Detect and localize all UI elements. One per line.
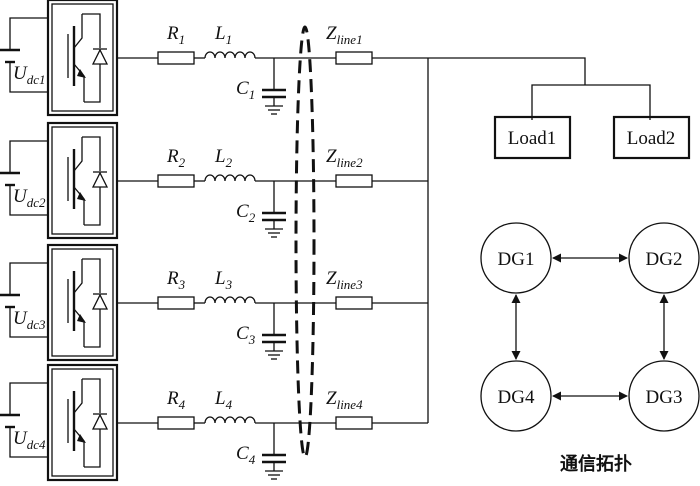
inductor-1 bbox=[204, 51, 256, 59]
inductor-2 bbox=[204, 174, 256, 182]
source-label-1: Udc1 bbox=[13, 63, 46, 87]
line-impedance-label-1: Zline1 bbox=[326, 23, 363, 47]
dc-wire-bottom-2 bbox=[9, 185, 48, 216]
source-label-3: Udc3 bbox=[13, 308, 46, 332]
capacitor-label-3: C3 bbox=[236, 323, 256, 347]
line-impedance-label-4: Zline4 bbox=[326, 388, 363, 412]
resistor-label-2: R2 bbox=[166, 146, 186, 170]
inductor-label-1: L1 bbox=[214, 23, 232, 47]
topology-caption: 通信拓扑 bbox=[560, 453, 632, 475]
diode-icon-1 bbox=[91, 48, 109, 65]
line-impedance-3 bbox=[335, 296, 373, 310]
source-label-4: Udc4 bbox=[13, 428, 46, 452]
igbt-collector-3 bbox=[73, 259, 83, 294]
communication-topology: DG1 DG2 DG3 DG4 通信拓扑 bbox=[480, 222, 700, 475]
inductor-label-3: L3 bbox=[214, 268, 233, 292]
dg3-label: DG3 bbox=[646, 387, 683, 408]
diode-wire-bottom-2 bbox=[84, 187, 101, 226]
dc-wire-bottom-1 bbox=[9, 62, 48, 93]
diode-wire-top-3 bbox=[82, 258, 101, 293]
dc-wire-top-1 bbox=[9, 17, 48, 50]
resistor-4 bbox=[157, 416, 195, 430]
diode-icon-3 bbox=[91, 293, 109, 310]
line-impedance-4 bbox=[335, 416, 373, 430]
resistor-1 bbox=[157, 51, 195, 65]
line-impedance-1 bbox=[335, 51, 373, 65]
diode-wire-top-1 bbox=[82, 13, 101, 48]
igbt-arrow-icon-2 bbox=[77, 192, 86, 201]
source-label-2: Udc2 bbox=[13, 186, 46, 210]
load2-box: Load2 bbox=[612, 115, 691, 160]
dg3-node bbox=[628, 360, 700, 432]
dc-wire-bottom-4 bbox=[9, 427, 48, 458]
line-impedance-label-2: Zline2 bbox=[326, 146, 363, 170]
resistor-label-3: R3 bbox=[166, 268, 186, 292]
igbt-emitter-2 bbox=[73, 186, 85, 225]
load1-box: Load1 bbox=[493, 115, 572, 160]
inverter-inner-box-1 bbox=[51, 3, 114, 112]
diode-icon-4 bbox=[91, 413, 109, 430]
load2-label: Load2 bbox=[627, 128, 676, 149]
resistor-3 bbox=[157, 296, 195, 310]
inductor-label-4: L4 bbox=[214, 388, 233, 412]
resistor-label-1: R1 bbox=[166, 23, 185, 47]
diode-wire-bottom-1 bbox=[84, 64, 101, 103]
line-impedance-label-3: Zline3 bbox=[326, 268, 363, 292]
dc-wire-top-2 bbox=[9, 140, 48, 173]
igbt-emitter-4 bbox=[73, 428, 85, 467]
igbt-collector-1 bbox=[73, 14, 83, 49]
dc-wire-bottom-3 bbox=[9, 307, 48, 338]
diode-wire-top-4 bbox=[82, 378, 101, 413]
dg2-node bbox=[628, 222, 700, 294]
load1-label: Load1 bbox=[508, 128, 557, 149]
diode-icon-2 bbox=[91, 171, 109, 188]
inverter-inner-box-3 bbox=[51, 248, 114, 357]
igbt-collector-2 bbox=[73, 137, 83, 172]
load-feeder bbox=[428, 57, 586, 85]
diode-wire-bottom-3 bbox=[84, 309, 101, 348]
dc-wire-top-4 bbox=[9, 382, 48, 415]
inductor-3 bbox=[204, 296, 256, 304]
igbt-arrow-icon-1 bbox=[77, 69, 86, 78]
inductor-label-2: L2 bbox=[214, 146, 233, 170]
igbt-emitter-3 bbox=[73, 308, 85, 347]
diode-wire-bottom-4 bbox=[84, 429, 101, 468]
pcc-dashed-ellipse bbox=[294, 25, 316, 459]
dg1-node bbox=[480, 222, 552, 294]
inverter-inner-box-2 bbox=[51, 126, 114, 235]
capacitor-label-1: C1 bbox=[236, 78, 255, 102]
capacitor-label-2: C2 bbox=[236, 201, 256, 225]
dc-wire-top-3 bbox=[9, 262, 48, 295]
inductor-4 bbox=[204, 416, 256, 424]
line-impedance-2 bbox=[335, 174, 373, 188]
dg2-label: DG2 bbox=[646, 249, 683, 270]
dg4-label: DG4 bbox=[498, 387, 535, 408]
igbt-emitter-1 bbox=[73, 63, 85, 102]
igbt-arrow-icon-3 bbox=[77, 314, 86, 323]
resistor-label-4: R4 bbox=[166, 388, 186, 412]
inverter-inner-box-4 bbox=[51, 368, 114, 477]
dg4-node bbox=[480, 360, 552, 432]
diode-wire-top-2 bbox=[82, 136, 101, 171]
igbt-collector-4 bbox=[73, 379, 83, 414]
igbt-arrow-icon-4 bbox=[77, 434, 86, 443]
load-split bbox=[531, 84, 651, 120]
capacitor-label-4: C4 bbox=[236, 443, 256, 467]
resistor-2 bbox=[157, 174, 195, 188]
dg1-label: DG1 bbox=[498, 249, 535, 270]
